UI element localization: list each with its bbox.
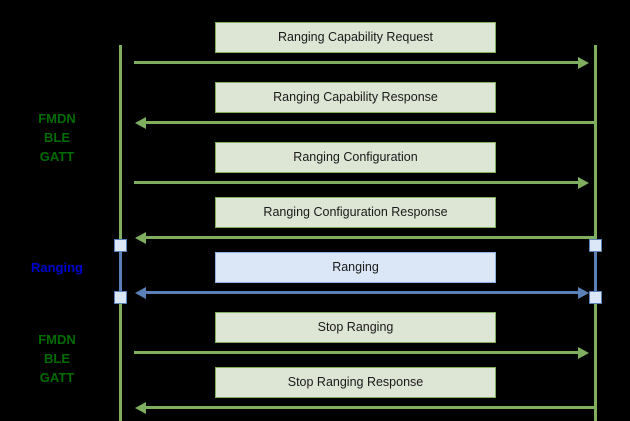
- arrow-head-left-icon: [135, 286, 146, 299]
- arrow-head-left-icon: [135, 231, 146, 244]
- arrow-head-right-icon: [578, 176, 589, 189]
- message-box-ranging: Ranging: [215, 252, 496, 283]
- message-arrow-ranging-capability-request: [134, 61, 578, 64]
- activation-left-end-box: [114, 291, 127, 304]
- message-arrow-ranging-configuration-response: [146, 236, 594, 239]
- message-box-ranging-configuration: Ranging Configuration: [215, 142, 496, 173]
- message-arrow-ranging-capability-response: [146, 121, 594, 124]
- message-arrow-ranging-configuration: [134, 181, 578, 184]
- message-arrow-stop-ranging-response: [146, 406, 594, 409]
- arrow-head-right-icon: [578, 56, 589, 69]
- message-box-ranging-capability-request: Ranging Capability Request: [215, 22, 496, 53]
- message-arrow-ranging: [146, 291, 578, 294]
- message-box-stop-ranging-response: Stop Ranging Response: [215, 367, 496, 398]
- arrow-head-left-icon: [135, 401, 146, 414]
- arrow-head-left-icon: [135, 116, 146, 129]
- left-lifeline: [119, 45, 122, 421]
- message-box-ranging-capability-response: Ranging Capability Response: [215, 82, 496, 113]
- message-box-stop-ranging: Stop Ranging: [215, 312, 496, 343]
- message-box-ranging-configuration-response: Ranging Configuration Response: [215, 197, 496, 228]
- right-lifeline: [594, 45, 597, 421]
- activation-left-line: [119, 245, 122, 298]
- activation-right-end-box: [589, 291, 602, 304]
- activation-right-start-box: [589, 239, 602, 252]
- activation-left-start-box: [114, 239, 127, 252]
- activation-right-line: [594, 245, 597, 298]
- phase-label-fmdn-ble-gatt-bottom: FMDN BLE GATT: [38, 332, 76, 385]
- phase-label-fmdn-ble-gatt-top: FMDN BLE GATT: [38, 111, 76, 164]
- message-arrow-stop-ranging: [134, 351, 578, 354]
- phase-label-ranging: Ranging: [31, 260, 83, 275]
- arrow-head-right-icon: [578, 346, 589, 359]
- arrow-head-right-icon: [578, 286, 589, 299]
